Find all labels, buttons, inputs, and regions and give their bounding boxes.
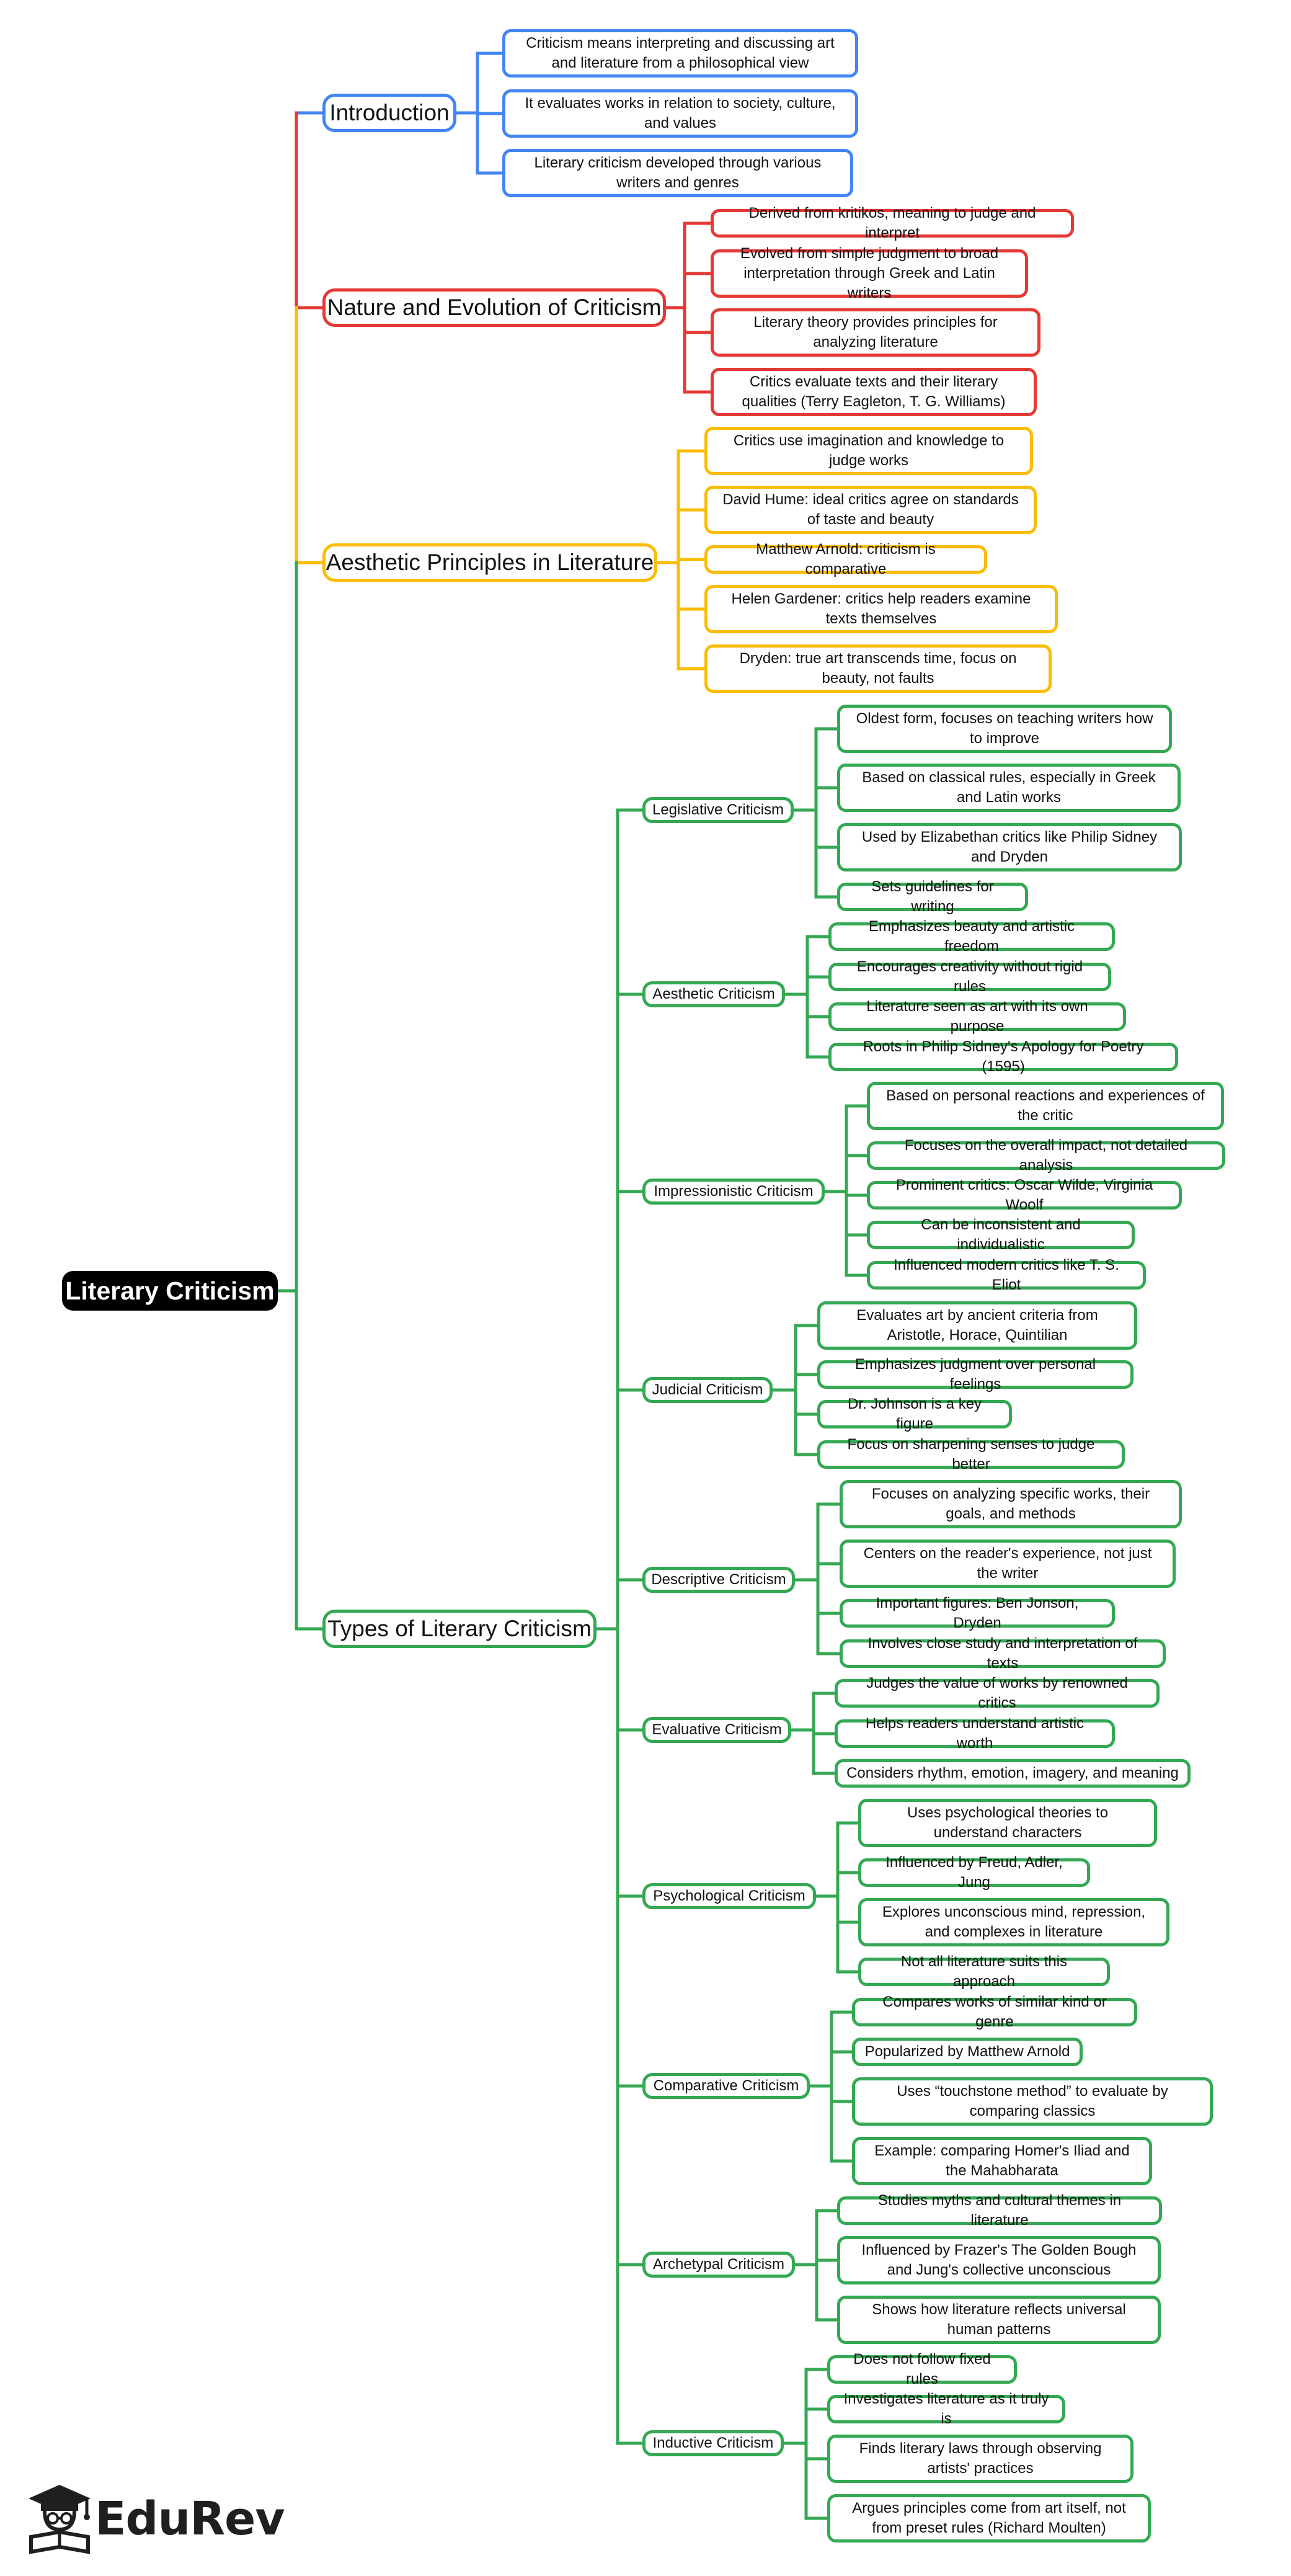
- sub-judicial-criticism: Judicial Criticism: [642, 1377, 773, 1403]
- leaf-node: Uses “touchstone method” to evaluate by …: [852, 2077, 1213, 2126]
- leaf-node: Judges the value of works by renowned cr…: [835, 1675, 1160, 1711]
- leaf-node: Literature seen as art with its own purp…: [828, 998, 1126, 1035]
- leaf-node: Example: comparing Homer's Iliad and the…: [852, 2137, 1152, 2185]
- leaf-node: Evolved from simple judgment to broad in…: [711, 245, 1028, 301]
- leaf-node: Popularized by Matthew Arnold: [852, 2038, 1083, 2066]
- leaf-node: Helps readers understand artistic worth: [835, 1715, 1115, 1752]
- leaf-node: Important figures: Ben Jonson, Dryden: [840, 1595, 1115, 1631]
- leaf-node: Finds literary laws through observing ar…: [827, 2435, 1134, 2483]
- leaf-node: It evaluates works in relation to societ…: [502, 89, 858, 138]
- leaf-node: Literary criticism developed through var…: [502, 149, 853, 197]
- leaf-node: Uses psychological theories to understan…: [858, 1799, 1157, 1847]
- leaf-node: Centers on the reader's experience, not …: [840, 1540, 1176, 1588]
- sub-comparative-criticism: Comparative Criticism: [642, 2073, 810, 2099]
- leaf-node: Encourages creativity without rigid rule…: [828, 958, 1111, 995]
- sub-archetypal-criticism: Archetypal Criticism: [642, 2252, 795, 2278]
- leaf-node: Sets guidelines for writing: [837, 878, 1028, 915]
- leaf-node: Based on personal reactions and experien…: [867, 1082, 1224, 1130]
- leaf-node: Helen Gardener: critics help readers exa…: [704, 585, 1058, 633]
- leaf-node: David Hume: ideal critics agree on stand…: [704, 486, 1037, 534]
- leaf-node: Focuses on analyzing specific works, the…: [840, 1480, 1182, 1528]
- leaf-node: Emphasizes judgment over personal feelin…: [817, 1356, 1134, 1393]
- leaf-node: Influenced modern critics like T. S. Eli…: [867, 1257, 1146, 1293]
- branch-aesthetic-principles: Aesthetic Principles in Literature: [322, 543, 657, 582]
- leaf-node: Influenced by Frazer's The Golden Bough …: [837, 2236, 1161, 2284]
- branch-introduction: Introduction: [322, 94, 456, 132]
- edurev-logo: [22, 2480, 258, 2554]
- sub-aesthetic-criticism: Aesthetic Criticism: [642, 981, 785, 1007]
- sub-inductive-criticism: Inductive Criticism: [642, 2430, 784, 2456]
- leaf-node: Prominent critics: Oscar Wilde, Virginia…: [867, 1177, 1182, 1213]
- sub-evaluative-criticism: Evaluative Criticism: [642, 1717, 791, 1743]
- leaf-node: Criticism means interpreting and discuss…: [502, 29, 858, 78]
- leaf-node: Evaluates art by ancient criteria from A…: [817, 1301, 1137, 1350]
- leaf-node: Used by Elizabethan critics like Philip …: [837, 823, 1182, 871]
- leaf-node: Literary theory provides principles for …: [711, 308, 1040, 357]
- leaf-node: Argues principles come from art itself, …: [827, 2494, 1151, 2543]
- graduation-cap-reader-icon: [29, 2485, 91, 2554]
- leaf-node: Influenced by Freud, Adler, Jung: [858, 1854, 1090, 1891]
- leaf-node: Explores unconscious mind, repression, a…: [858, 1898, 1169, 1946]
- leaf-node: Roots in Philip Sidney's Apology for Poe…: [828, 1038, 1178, 1075]
- root-node: Literary Criticism: [62, 1271, 278, 1311]
- leaf-node: Shows how literature reflects universal …: [837, 2296, 1161, 2344]
- leaf-node: Focus on sharpening senses to judge bett…: [817, 1436, 1125, 1473]
- leaf-node: Considers rhythm, emotion, imagery, and …: [835, 1759, 1191, 1788]
- leaf-node: Critics use imagination and knowledge to…: [704, 427, 1033, 475]
- leaf-node: Can be inconsistent and individualistic: [867, 1216, 1135, 1253]
- leaf-node: Compares works of similar kind or genre: [852, 1994, 1137, 2030]
- leaf-node: Not all literature suits this approach: [858, 1953, 1110, 1990]
- sub-impressionistic-criticism: Impressionistic Criticism: [642, 1179, 825, 1205]
- sub-psychological-criticism: Psychological Criticism: [642, 1883, 816, 1909]
- leaf-node: Studies myths and cultural themes in lit…: [837, 2192, 1162, 2229]
- sub-legislative-criticism: Legislative Criticism: [642, 797, 794, 823]
- leaf-node: Dr. Johnson is a key figure: [817, 1396, 1012, 1432]
- leaf-node: Investigates literature as it truly is: [827, 2391, 1065, 2427]
- leaf-node: Critics evaluate texts and their literar…: [711, 368, 1037, 416]
- sub-descriptive-criticism: Descriptive Criticism: [642, 1567, 795, 1593]
- branch-types: Types of Literary Criticism: [322, 1610, 597, 1648]
- leaf-node: Derived from kritikos, meaning to judge …: [711, 205, 1074, 241]
- leaf-node: Matthew Arnold: criticism is comparative: [704, 541, 987, 577]
- branch-nature-evolution: Nature and Evolution of Criticism: [322, 288, 666, 327]
- leaf-node: Involves close study and interpretation …: [840, 1635, 1166, 1672]
- leaf-node: Dryden: true art transcends time, focus …: [704, 644, 1052, 693]
- leaf-node: Does not follow fixed rules: [827, 2351, 1017, 2387]
- leaf-node: Oldest form, focuses on teaching writers…: [837, 705, 1172, 753]
- leaf-node: Based on classical rules, especially in …: [837, 764, 1181, 812]
- leaf-node: Focuses on the overall impact, not detai…: [867, 1137, 1225, 1174]
- edurev-logo-text: EduRev: [95, 2492, 285, 2546]
- leaf-node: Emphasizes beauty and artistic freedom: [828, 918, 1115, 955]
